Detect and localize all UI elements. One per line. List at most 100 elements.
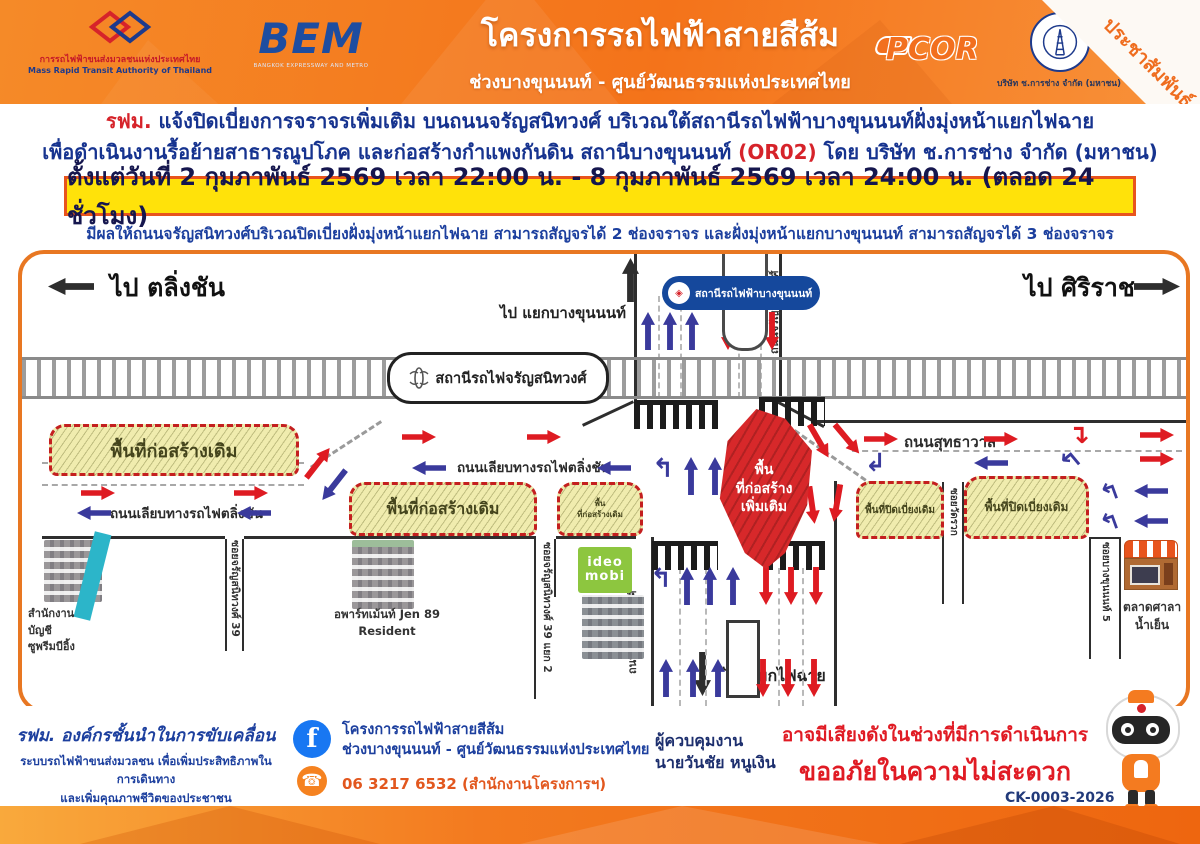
direction-east: ไป ศิริราช (1024, 273, 1135, 302)
footer: รฟม. องค์กรชั้นนำในการขับเคลื่อน ระบบรถไ… (0, 690, 1200, 811)
apartment-building-icon (352, 540, 414, 609)
facebook-line2: ช่วงบางขุนนนท์ - ศูนย์วัฒนธรรมแห่งประเทศ… (342, 742, 650, 759)
facebook-icon: f (293, 720, 331, 758)
traffic-arrow-up-blue (684, 457, 698, 495)
mrta-name-th: การรถไฟฟ้าขนส่งมวลชนแห่งประเทศไทย (39, 55, 201, 65)
mrt-station-name: สถานีรถไฟฟ้าบางขุนนนท์ (695, 287, 813, 300)
lane-divider (680, 296, 682, 398)
road-edge (244, 536, 536, 539)
traffic-arrow-upright-red (301, 444, 335, 483)
road-edge (779, 254, 782, 400)
strip-decor-triangle (520, 806, 880, 844)
bem-logo-subtext: BANGKOK EXPRESSWAY AND METRO (253, 63, 369, 69)
apartment-label: อพาร์ทเม้นท์ Jen 89 Resident (322, 606, 452, 641)
office-label: สำนักงาน บัญชี ซูพรีมบีอิ้ง (28, 606, 120, 656)
mascot-leg (1128, 790, 1138, 806)
traffic-arrow-left-blue (77, 506, 111, 520)
lane-divider (679, 568, 681, 706)
traffic-arrow-right-red (234, 486, 268, 500)
traffic-arrow-up-blue (680, 567, 694, 605)
noise-line1: อาจมีเสียงดังในช่วงที่มีการดำเนินการ (781, 724, 1089, 746)
traffic-arrow-right-red (81, 486, 115, 500)
market-label-line: ตลาดศาลา (1122, 600, 1182, 614)
traffic-arrow-turn-blue: ↰ (1095, 475, 1125, 509)
slogan-line1: รฟม. องค์กรชั้นนำในการขับเคลื่อน (16, 726, 276, 746)
traffic-arrow-up-blue (726, 567, 740, 605)
zone-label-line: พื้น (754, 461, 774, 478)
traffic-arrow-up-blue (663, 312, 677, 350)
supervisor-block: ผู้ควบคุมงาน นายวันชัย หนูเงิน (655, 730, 776, 773)
road-edge (634, 254, 637, 400)
announcement-line2-text-b: โดย บริษัท ช.การช่าง จำกัด (มหาชน) (816, 140, 1158, 164)
zone-label-line: เพิ่มเติม (740, 499, 788, 516)
ideo-sign-line: ideo (587, 555, 623, 571)
office-label-line: สำนักงาน (28, 607, 75, 620)
lane-divider (802, 568, 804, 706)
phone-number: 06 3217 6532 (สำนักงานโครงการฯ) (342, 775, 607, 793)
market-icon (1124, 540, 1178, 594)
date-banner: ตั้งแต่วันที่ 2 กุมภาพันธ์ 2569 เวลา 22:… (64, 163, 1136, 230)
road-edge (556, 536, 636, 539)
road-edge (42, 536, 225, 539)
traffic-arrow-merge-blue: ↰ (650, 564, 672, 594)
announcement-line1: รฟม. แจ้งปิดเบี่ยงการจราจรเพิ่มเติม บนถน… (0, 106, 1200, 137)
west-arrow-icon (48, 278, 94, 295)
traffic-arrow-downleft-blue (317, 466, 351, 505)
market-door (1164, 563, 1173, 585)
lane-divider (705, 568, 707, 706)
office-label-line: บัญชี (28, 623, 52, 637)
crosswalk (634, 400, 718, 429)
traffic-arrow-up-blue (659, 659, 673, 697)
road-label-railside-lower: ถนนเลียบทางรถไฟตลิ่งชัน (110, 506, 263, 522)
traffic-arrow-right-red (527, 430, 561, 444)
soi-label-39-yaek2: ซอยจรัญสนิทวงศ์ 39 แยก 2 (541, 542, 553, 673)
road-edge (651, 537, 654, 709)
market-awning (1124, 540, 1178, 558)
zone-existing-construction-3: พื้น ที่ก่อสร้างเดิม (557, 482, 643, 536)
ideo-sign-line: mobi (584, 569, 626, 584)
mascot-pupil (1125, 727, 1131, 733)
mrta-name-en: Mass Rapid Transit Authority of Thailand (28, 66, 212, 75)
mascot-logo-dot (1137, 704, 1146, 713)
mascot-helmet-top (1128, 690, 1154, 703)
noise-line2: ขออภัยในความไม่สะดวก (799, 757, 1071, 786)
ideo-mobi-sign: ideo mobi (578, 547, 632, 593)
facebook-line1: โครงการรถไฟฟ้าสายสีส้ม (342, 722, 505, 738)
mascot-hands (1134, 760, 1148, 778)
lane-divider (852, 450, 1182, 452)
traffic-arrow-turn-blue: ↲ (865, 448, 886, 477)
rail-station-name: สถานีรถไฟจรัญสนิทวงศ์ (435, 370, 587, 387)
market-body (1124, 558, 1178, 590)
apartment-label-line: Resident (358, 624, 416, 639)
zone-label-line: ที่ก่อสร้าง (735, 480, 793, 497)
apartment-label-line: อพาร์ทเม้นท์ Jen 89 (334, 607, 440, 621)
project-title: โครงการรถไฟฟ้าสายสีส้ม (480, 16, 840, 54)
mrta-logo-block: การรถไฟฟ้าขนส่งมวลชนแห่งประเทศไทย Mass R… (14, 8, 226, 75)
announcement-line2-text-a: เพื่อดำเนินงานรื้อย้ายสาธารณูปโภค และก่อ… (42, 140, 739, 164)
soi-line (225, 539, 227, 651)
soi-line (1089, 537, 1121, 539)
traffic-arrow-down-red (784, 567, 798, 605)
mrt-station-sign: ◈ สถานีรถไฟฟ้าบางขุนนนท์ (662, 276, 820, 310)
soi-line (1119, 537, 1121, 659)
traffic-arrow-merge-blue: ↰ (652, 454, 674, 484)
zone-existing-construction-1: พื้นที่ก่อสร้างเดิม (49, 424, 299, 476)
mrta-slogan: รฟม. องค์กรชั้นนำในการขับเคลื่อน ระบบรถไ… (12, 722, 280, 808)
phone-icon: ☎ (297, 766, 327, 796)
ck-tower-icon (1042, 24, 1078, 60)
soi-line (242, 539, 244, 651)
mascot-leg (1145, 790, 1155, 806)
road-edge (834, 481, 837, 709)
market-label-line: น้ำเย็น (1134, 618, 1170, 632)
traffic-arrow-left-blue (1134, 514, 1168, 528)
strip-decor-triangle (900, 806, 1180, 844)
zone-label-line: พื้น (594, 498, 606, 508)
market-label: ตลาดศาลา น้ำเย็น (1112, 598, 1192, 634)
zone-label-line: ที่ก่อสร้างเดิม (577, 510, 623, 519)
traffic-arrow-right-red (1140, 428, 1174, 442)
mascot-pupil (1150, 727, 1156, 733)
zone-closed-diversion-2: พื้นที่ปิดเบี่ยงเดิม (964, 476, 1089, 539)
soi-line (534, 539, 536, 699)
supervisor-name: นายวันชัย หนูเงิน (655, 752, 776, 772)
traffic-arrow-down-red (759, 567, 773, 605)
